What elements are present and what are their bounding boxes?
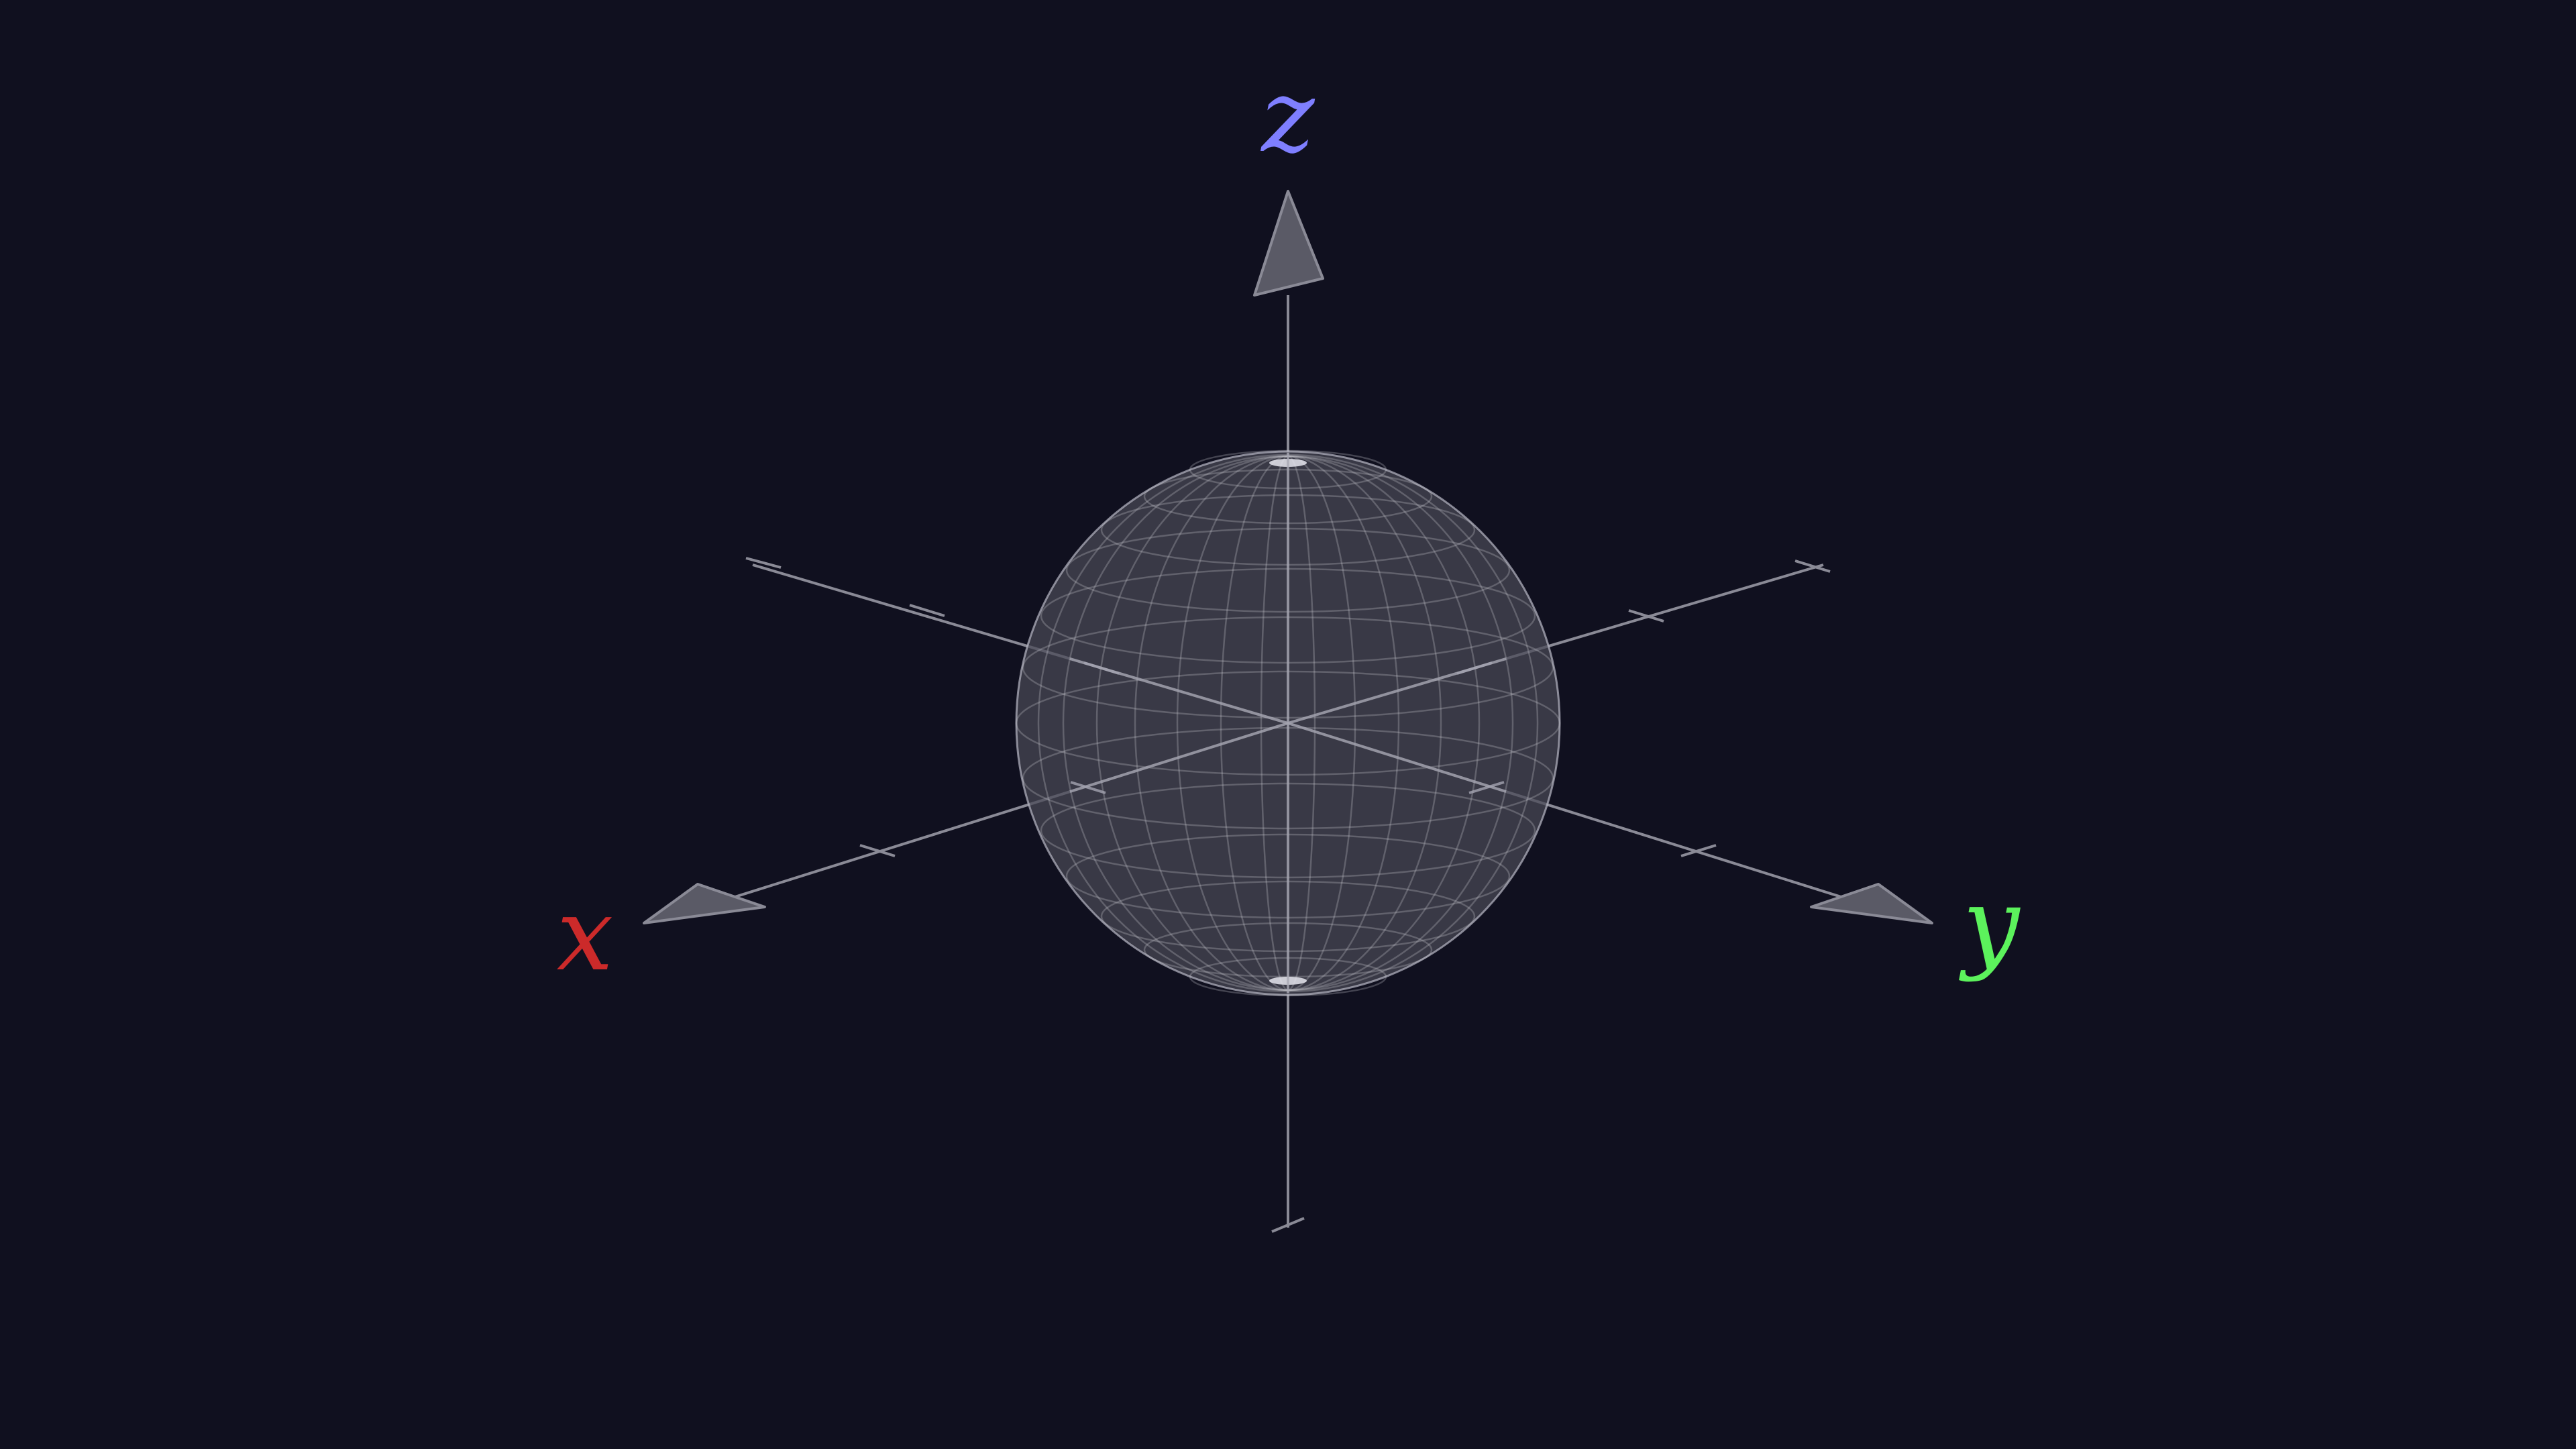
z-axis-label: z [1260, 58, 1315, 175]
tick [1271, 1217, 1305, 1233]
tick [1083, 661, 1120, 675]
tick [1070, 781, 1106, 794]
x-axis-front-line [1069, 722, 1289, 793]
axis-arrowheads [643, 190, 1933, 924]
axis-lines-front [1069, 453, 1507, 993]
axis-ticks [745, 557, 1831, 1233]
tick [1628, 609, 1664, 623]
axis-ticks-front [1070, 661, 1505, 794]
z-arrowhead [1253, 190, 1324, 297]
y-axis-front-line [1287, 722, 1507, 793]
y-axis-label: y [1959, 867, 2021, 983]
tick [909, 604, 945, 617]
tick [1468, 781, 1505, 794]
x-arrowhead [643, 883, 766, 924]
y-arrowhead [1810, 883, 1933, 924]
x-axis-label: x [557, 877, 614, 994]
tick [1680, 844, 1717, 857]
tick [1794, 559, 1831, 573]
tick [859, 844, 896, 857]
tick [745, 557, 782, 569]
tick [1456, 661, 1493, 675]
